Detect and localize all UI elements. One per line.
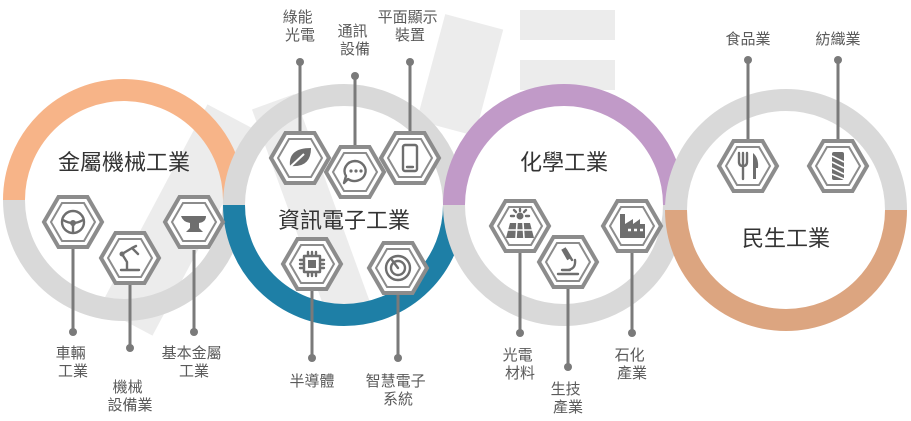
sector-title-metal: 金屬機械工業	[58, 151, 190, 176]
microscope-icon	[536, 235, 600, 289]
connector-pins	[69, 56, 842, 371]
ring-info-electronics	[223, 84, 465, 326]
label-biotech: 生技 產業	[551, 380, 586, 416]
ring-bottom-arc	[665, 209, 907, 331]
ring-consumer	[665, 89, 907, 331]
gauge-icon	[366, 241, 430, 295]
label-green-energy: 綠能 光電	[283, 8, 318, 44]
chip-icon	[280, 237, 344, 291]
steering-wheel-icon	[41, 195, 105, 249]
sector-title-electronics: 資訊電子工業	[278, 209, 410, 234]
fork-knife-icon	[716, 139, 780, 193]
ring-metal-machinery	[3, 79, 245, 321]
solar-panel-icon	[488, 199, 552, 253]
robot-arm-icon	[98, 231, 162, 285]
smartphone-icon	[378, 131, 442, 185]
label-telecom: 通訊 設備	[338, 22, 373, 58]
ring-top-arc	[443, 84, 685, 206]
yarn-icon	[806, 139, 870, 193]
item-labels: 車輛 工業 機械 設備業 基本金屬 工業 綠能 光電 通訊 設備 平面顯示 裝置…	[56, 8, 861, 416]
label-semiconductor: 半導體	[289, 372, 334, 390]
label-vehicle: 車輛 工業	[56, 344, 91, 380]
label-machinery: 機械 設備業	[107, 378, 152, 414]
label-flat-display: 平面顯示 裝置	[378, 8, 443, 44]
leaf-icon	[268, 131, 332, 185]
label-textile: 紡織業	[815, 30, 860, 48]
sector-title-chemical: 化學工業	[520, 151, 608, 176]
anvil-icon	[162, 195, 226, 249]
factory-icon	[600, 199, 664, 253]
ring-chemical	[443, 84, 685, 326]
chat-bubble-icon	[323, 145, 387, 199]
label-petrochemical: 石化 產業	[615, 346, 650, 382]
label-optoelectronic: 光電 材料	[503, 346, 538, 382]
sector-title-consumer: 民生工業	[742, 227, 830, 252]
label-smart-electronics: 智慧電子 系統	[366, 372, 431, 408]
ring-top-arc	[3, 79, 245, 201]
label-food: 食品業	[725, 30, 770, 48]
label-basic-metal: 基本金屬 工業	[162, 344, 227, 380]
ring-bottom-arc	[223, 204, 465, 326]
